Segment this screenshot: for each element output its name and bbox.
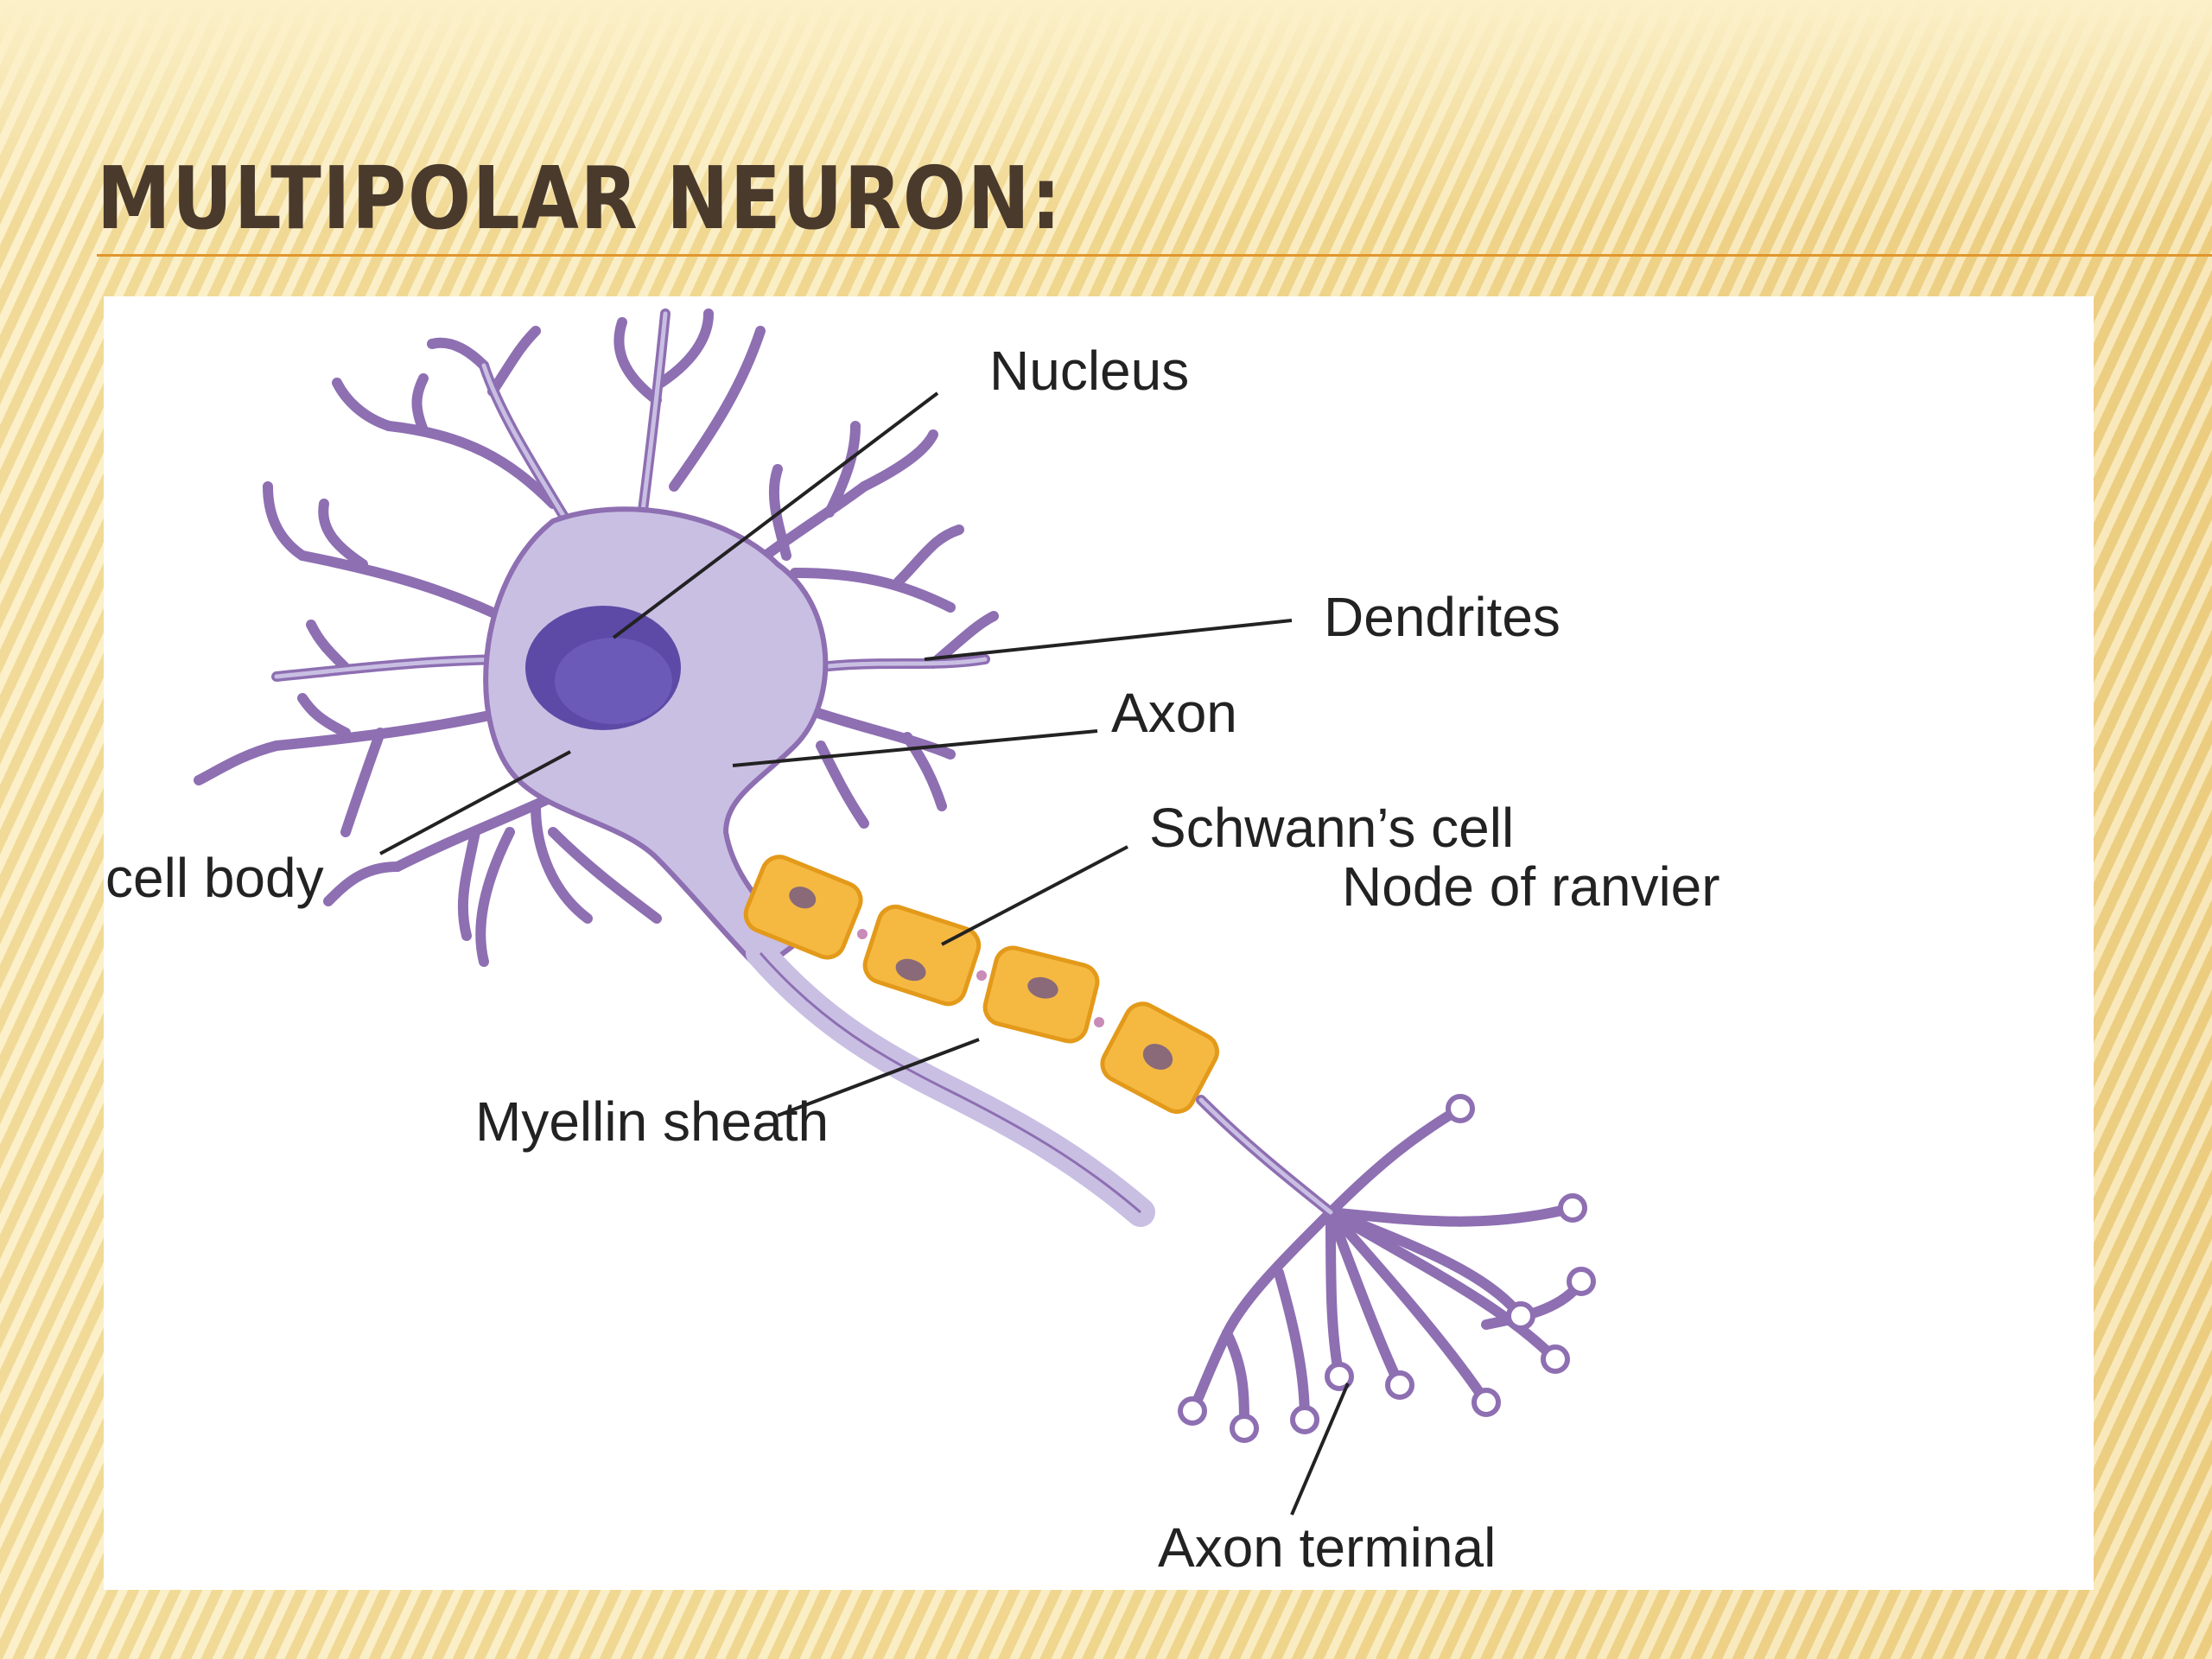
schwann-cell-leader <box>941 845 1128 946</box>
label-dendrites: Dendrites <box>1324 586 1560 648</box>
myelin-sheath-leader <box>777 1038 980 1117</box>
schwann-cell-1 <box>743 855 863 960</box>
dendrites <box>194 308 999 967</box>
label-axon-terminal: Axon terminal <box>1158 1516 1496 1579</box>
myelin-sheath <box>743 855 1219 1115</box>
node-of-ranvier-marker <box>857 929 868 939</box>
node-of-ranvier-marker <box>976 970 987 981</box>
slide-title: MULTIPOLAR NEURON: <box>97 148 1063 249</box>
neuron-diagram-panel: Nucleus Dendrites Axon Schwann’s cell No… <box>104 296 2094 1590</box>
nucleus-leader <box>612 391 939 639</box>
schwann-cell-2 <box>862 904 982 1007</box>
label-schwanns-cell: Schwann’s cell <box>1149 797 1514 859</box>
neuron-diagram: Nucleus Dendrites Axon Schwann’s cell No… <box>105 308 1720 1579</box>
axon-terminals <box>1178 1094 1596 1443</box>
label-node-of-ranvier: Node of ranvier <box>1342 855 1720 918</box>
nucleus-shape <box>525 606 681 730</box>
title-underline <box>97 254 2212 257</box>
dendrites-leader <box>924 619 1293 661</box>
label-cell-body: cell body <box>105 847 324 909</box>
node-of-ranvier-marker <box>1094 1017 1104 1027</box>
schwann-cell-3 <box>982 945 1100 1044</box>
label-myelin-sheath: Myellin sheath <box>475 1090 829 1153</box>
axon-leader <box>732 729 1098 767</box>
axon-terminal-leader <box>1290 1382 1350 1516</box>
cell-body-leader <box>379 750 571 855</box>
leader-lines <box>379 391 1350 1516</box>
label-axon: Axon <box>1111 682 1237 744</box>
schwann-cell-4 <box>1100 1001 1219 1115</box>
label-nucleus: Nucleus <box>989 340 1189 402</box>
